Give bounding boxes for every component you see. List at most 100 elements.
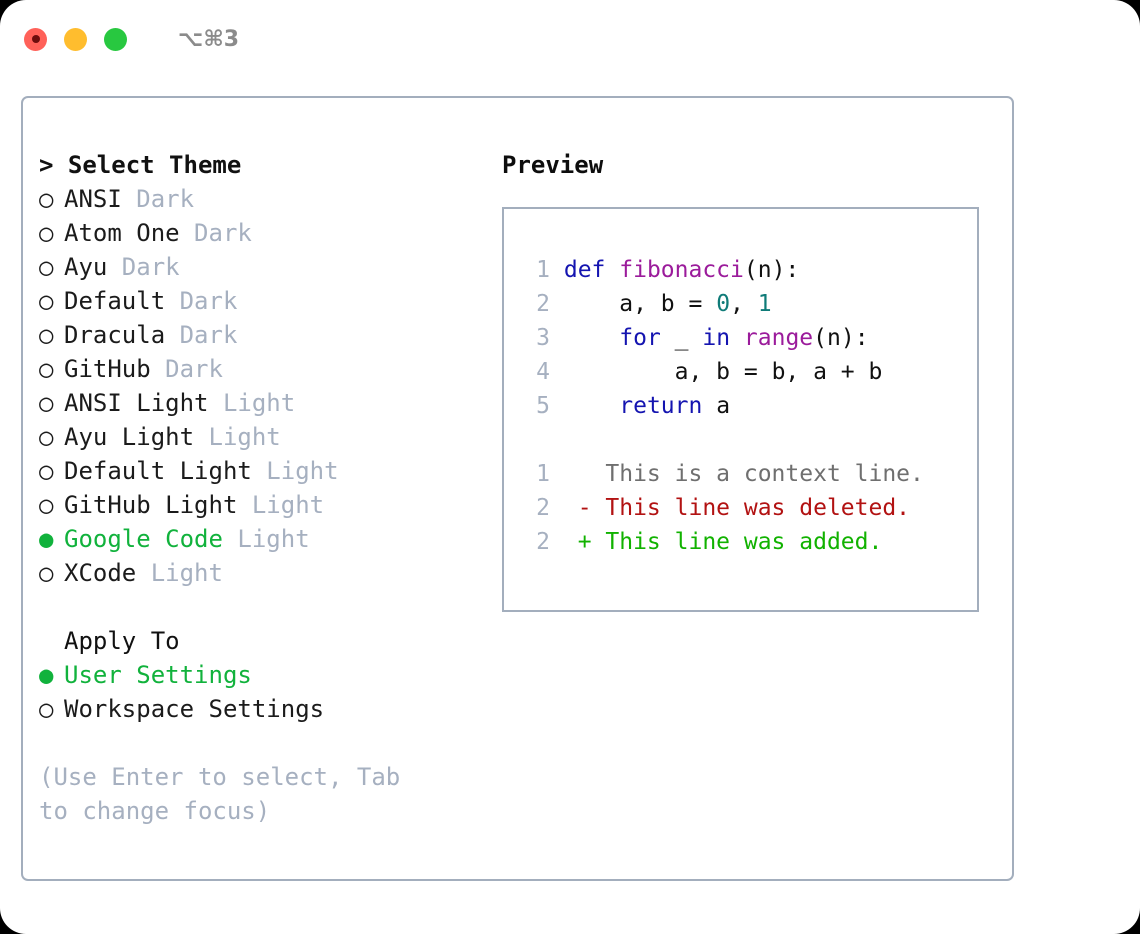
theme-selection-column: > Select Theme ○ANSI Dark○Atom One Dark○… [39,148,489,828]
theme-name: GitHub Light [64,491,238,519]
theme-list-item[interactable]: ○ Ayu Dark [39,250,489,284]
caret-icon: > [39,151,54,179]
theme-list: ○ANSI Dark○Atom One Dark○Ayu Dark○Defaul… [39,182,489,590]
theme-variant-label: Dark [165,321,238,349]
code-line: 1 def fibonacci(n): [522,253,977,287]
code-token [730,325,744,351]
theme-list-item[interactable]: ○GitHub Light Light [39,488,489,522]
theme-variant-label: Light [208,389,296,417]
diff-line-text: This is a context line. [550,461,924,487]
theme-list-item[interactable]: ○ Default Light Light [39,454,489,488]
theme-variant-label: Dark [150,355,223,383]
radio-unselected-icon: ○ [39,321,54,349]
diff-line: 2 + This line was added. [522,525,977,559]
radio-unselected-icon: ○ [39,389,54,417]
radio-unselected-icon: ○ [39,185,54,213]
theme-name: Google Code [64,525,223,553]
code-token: a [702,393,731,419]
code-token [564,393,619,419]
theme-name: XCode [64,559,137,587]
theme-variant-label: Light [136,559,223,587]
radio-unselected-icon: ○ [39,457,54,485]
apply-to-indent [39,624,64,658]
radio-unselected-icon: ○ [39,491,54,519]
titlebar: ⌥⌘3 [0,0,1140,78]
theme-name: Default [64,287,166,315]
main-panel: > Select Theme ○ANSI Dark○Atom One Dark○… [21,96,1014,881]
theme-variant-label: Dark [107,253,180,281]
code-token: for [619,325,661,351]
theme-variant-label: Dark [121,185,195,213]
code-token: 0 [716,291,731,317]
code-token: return [619,393,703,419]
keyboard-hint: (Use Enter to select, Tab to change focu… [39,763,415,825]
apply-to-option[interactable]: ○Workspace Settings [39,692,489,726]
theme-list-item[interactable]: ○GitHub Dark [39,352,489,386]
select-theme-heading: > Select Theme [39,148,489,182]
theme-variant-label: Dark [165,287,238,315]
diff-line: 1 This is a context line. [522,457,977,491]
apply-to-label: User Settings [64,661,252,689]
window-controls [24,27,127,51]
theme-list-item[interactable]: ○ ANSI Light Light [39,386,489,420]
radio-unselected-icon: ○ [39,355,54,383]
select-theme-heading-label: Select Theme [67,151,242,179]
line-number: 2 [536,291,550,317]
theme-variant-label: Light [222,525,310,553]
radio-unselected-icon: ○ [39,287,54,315]
diff-line-text: - This line was deleted. [550,495,911,521]
diff-line: 2 - This line was deleted. [522,491,977,525]
theme-list-item[interactable]: ○ Default Dark [39,284,489,318]
theme-list-item[interactable]: ○ ANSI Dark [39,182,489,216]
diff-sample: 1 This is a context line.2 - This line w… [522,457,977,559]
keyboard-shortcut-label: ⌥⌘3 [178,26,240,52]
code-token: 1 [757,291,772,317]
theme-name: Ayu Light [64,423,195,451]
theme-name: Ayu [64,253,108,281]
theme-name: Dracula [64,321,166,349]
theme-list-item[interactable]: ● Google Code Light [39,522,489,556]
section-spacer [39,590,489,624]
line-number: 2 [536,529,550,555]
code-token [564,325,619,351]
theme-list-item[interactable]: ○Ayu Light Light [39,420,489,454]
maximize-button-icon[interactable] [104,27,127,51]
theme-name: Default Light [64,457,252,485]
code-token: range [743,325,814,351]
preview-column: Preview 1 def fibonacci(n):2 a, b = 0, 1… [502,148,992,612]
apply-to-option[interactable]: ● User Settings [39,658,489,692]
line-number: 3 [536,325,550,351]
code-line: 5 return a [522,389,977,423]
theme-list-item[interactable]: ○ Dracula Dark [39,318,489,352]
apply-to-heading-label: Apply To [64,627,180,655]
apply-to-list: ● User Settings ○Workspace Settings [39,658,489,726]
code-token: (n): [813,325,869,351]
theme-list-item[interactable]: ○Atom One Dark [39,216,489,250]
code-token: , [730,291,758,317]
theme-name: ANSI [64,185,122,213]
code-diff-spacer [522,423,977,457]
code-token: fibonacci [619,257,744,283]
theme-variant-label: Dark [179,219,252,247]
theme-list-item[interactable]: ○ XCode Light [39,556,489,590]
code-token: in [702,325,731,351]
radio-unselected-icon: ○ [39,695,54,723]
theme-name: ANSI Light [64,389,209,417]
radio-unselected-icon: ○ [39,253,54,281]
line-number: 5 [536,393,550,419]
diff-line-text: + This line was added. [550,529,883,555]
close-button-icon[interactable] [24,27,47,51]
radio-selected-icon: ● [39,661,54,689]
code-token: a, b = [563,291,717,317]
code-line: 2 a, b = 0, 1 [522,287,977,321]
code-token: def [563,257,620,283]
theme-variant-label: Light [251,457,339,485]
radio-unselected-icon: ○ [39,559,54,587]
radio-unselected-icon: ○ [39,219,54,247]
minimize-button-icon[interactable] [64,27,87,51]
radio-selected-icon: ● [39,525,54,553]
code-token: _ [660,325,703,351]
radio-unselected-icon: ○ [39,423,54,451]
